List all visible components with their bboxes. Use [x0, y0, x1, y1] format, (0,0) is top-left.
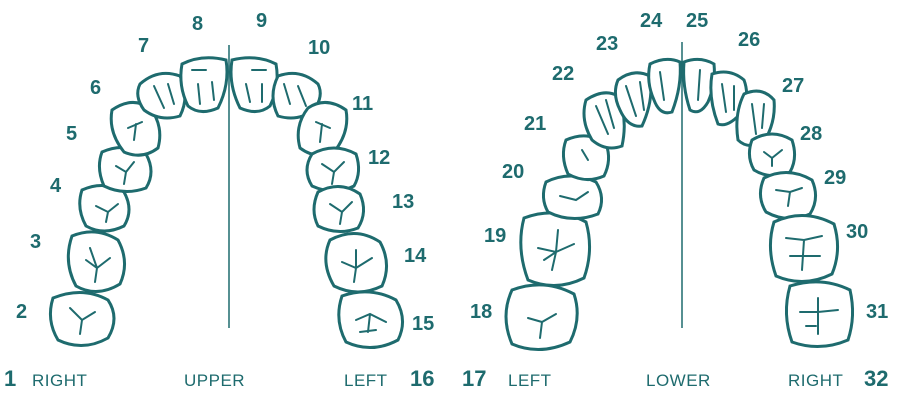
lower-tooth-28-number: 28: [800, 123, 822, 145]
upper-tooth-9-number: 9: [256, 10, 267, 32]
lower-tooth-24-number: 24: [640, 10, 663, 32]
lower-tooth-19: [519, 211, 591, 287]
lower-tooth-22: [582, 91, 626, 150]
upper-tooth-3: [66, 230, 126, 293]
upper-tooth-14-number: 14: [404, 245, 427, 267]
upper-tooth-2-number: 2: [16, 301, 27, 323]
lower-tooth-25-number: 25: [686, 10, 708, 32]
lower-tooth-18-number: 18: [470, 301, 492, 323]
lower-tooth-25: [682, 57, 716, 114]
upper-tooth-14: [324, 232, 388, 294]
upper-tooth-15-number: 15: [412, 313, 434, 335]
lower-tooth-30-number: 30: [846, 221, 868, 243]
lower-end-right-number: 32: [864, 366, 888, 391]
lower-tooth-31-number: 31: [866, 301, 888, 323]
lower-tooth-23-number: 23: [596, 33, 618, 55]
lower-tooth-18: [504, 283, 579, 351]
lower-tooth-21-number: 21: [524, 113, 546, 135]
lower-label-right-side: RIGHT: [788, 371, 843, 390]
lower-tooth-29-number: 29: [824, 167, 846, 189]
upper-end-right-number: 16: [410, 366, 434, 391]
upper-label: UPPER: [184, 371, 245, 390]
lower-label: LOWER: [646, 371, 711, 390]
upper-tooth-7-number: 7: [138, 35, 149, 57]
lower-tooth-28: [747, 132, 797, 177]
upper-tooth-12-number: 12: [368, 147, 390, 169]
upper-tooth-5-number: 5: [66, 123, 77, 145]
upper-tooth-12: [305, 146, 361, 193]
upper-tooth-2: [48, 291, 116, 347]
lower-tooth-27: [735, 89, 776, 147]
upper-tooth-3-number: 3: [30, 231, 41, 253]
upper-tooth-9: [229, 56, 279, 113]
lower-tooth-23: [613, 71, 653, 128]
upper-tooth-6-number: 6: [90, 77, 101, 99]
upper-label-left-side: LEFT: [344, 371, 388, 390]
upper-tooth-11-number: 11: [352, 93, 373, 115]
upper-tooth-8: [179, 56, 229, 113]
lower-tooth-20: [541, 174, 603, 220]
upper-tooth-4-number: 4: [50, 175, 62, 197]
lower-label-left-side: LEFT: [508, 371, 552, 390]
lower-tooth-30: [769, 213, 839, 283]
lower-tooth-20-number: 20: [502, 161, 524, 183]
upper-tooth-15: [337, 290, 404, 349]
lower-tooth-22-number: 22: [552, 63, 574, 85]
upper-tooth-10-number: 10: [308, 37, 330, 59]
lower-tooth-31: [785, 280, 855, 348]
upper-label-right-side: RIGHT: [32, 371, 87, 390]
lower-end-left-number: 17: [462, 366, 486, 391]
lower-tooth-27-number: 27: [782, 75, 804, 97]
lower-tooth-24: [647, 57, 682, 115]
upper-tooth-13-number: 13: [392, 191, 414, 213]
upper-tooth-13: [312, 185, 365, 233]
lower-tooth-29: [759, 171, 817, 220]
upper-end-left-number: 1: [4, 366, 16, 391]
upper-tooth-8-number: 8: [192, 13, 203, 35]
lower-tooth-26-number: 26: [738, 29, 760, 51]
upper-tooth-7: [136, 71, 187, 120]
lower-tooth-19-number: 19: [484, 225, 506, 247]
